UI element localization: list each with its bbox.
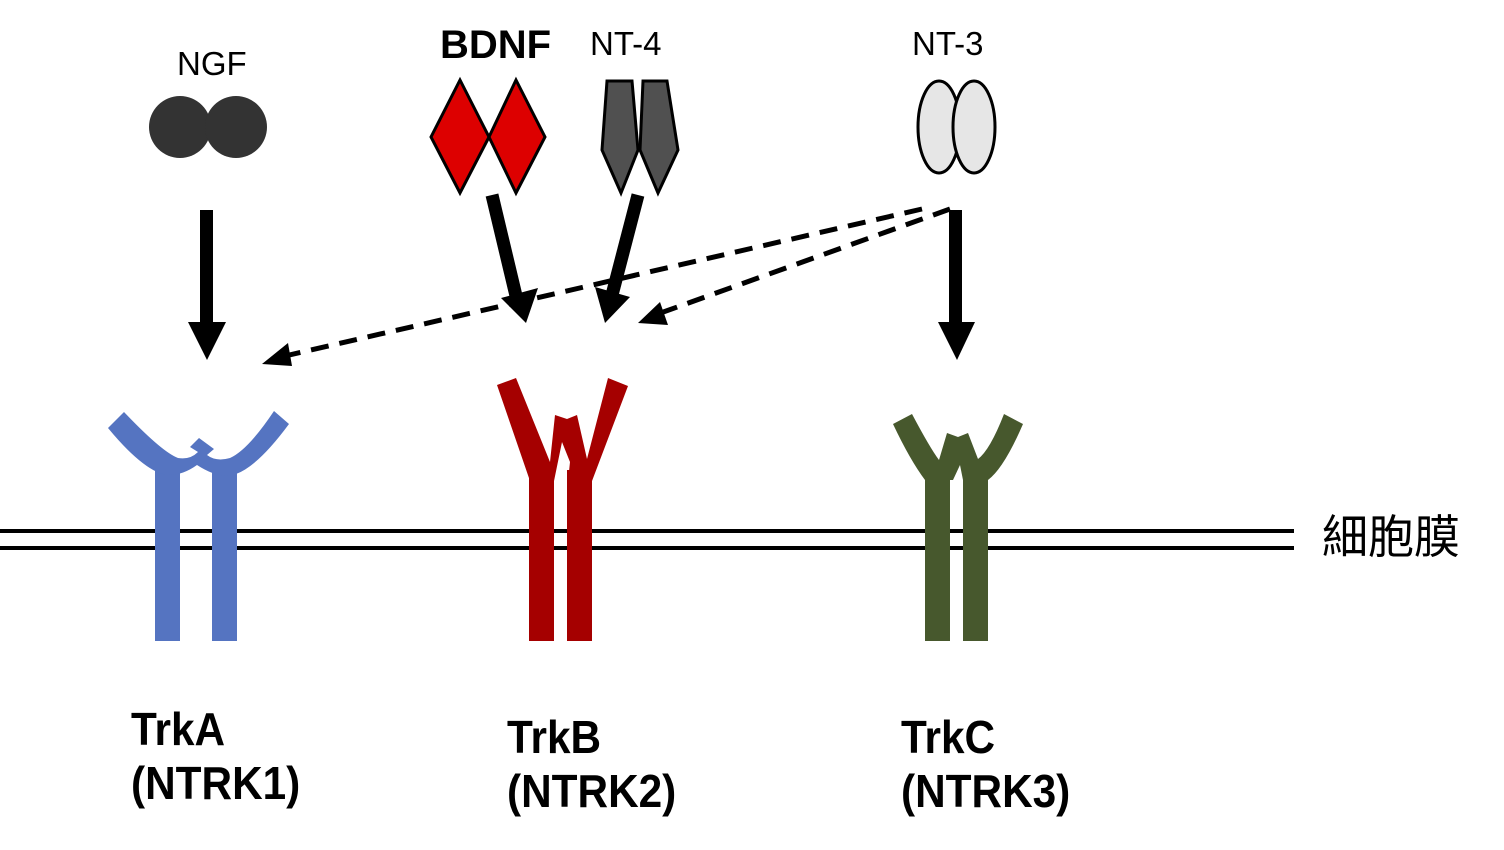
trkb-gene: (NTRK2) [507,765,677,818]
arrow-bdnf-to-trkb [485,193,538,323]
ngf-label: NGF [177,45,247,82]
ngf-ligand-icon [149,96,267,158]
trkc-gene: (NTRK3) [901,765,1071,818]
nt3-ligand-icon [916,79,997,175]
dashed-arrow-nt3-to-trka [262,206,923,366]
arrow-nt4-to-trkb [595,193,645,323]
arrow-ngf-to-trka [188,210,226,360]
trkc-name: TrkC [901,711,996,763]
trka-receptor-icon [108,411,289,641]
nt4-label: NT-4 [590,25,662,62]
bdnf-label: BDNF [440,23,552,67]
cell-membrane-label: 細胞膜 [1322,510,1460,564]
trka-name: TrkA [131,703,226,755]
trkb-label: TrkB (NTRK2) [507,710,676,819]
trkb-receptor-icon [497,378,628,641]
trka-label: TrkA (NTRK1) [131,702,300,811]
bdnf-ligand-icon [429,76,547,197]
arrow-nt3-to-trkc [938,210,975,360]
nt4-ligand-icon [600,79,680,197]
trka-gene: (NTRK1) [131,757,301,810]
trkc-receptor-icon [893,414,1023,641]
trkb-name: TrkB [507,711,602,763]
dashed-arrow-nt3-to-trkb [638,206,951,325]
trkc-label: TrkC (NTRK3) [901,710,1070,819]
nt3-label: NT-3 [912,25,984,62]
cell-membrane [0,529,1294,550]
